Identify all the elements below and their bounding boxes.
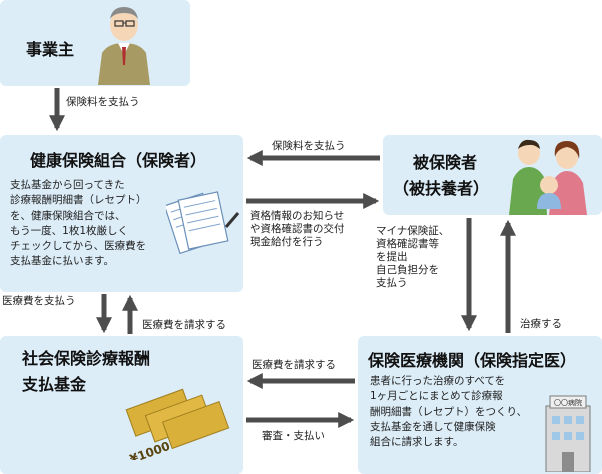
insurer-box: 健康保険組合（保険者） 支払基金から回ってきた 診療報酬明細書（レセプト） を、… — [0, 135, 243, 292]
receipt-documents-icon — [166, 191, 240, 255]
insured-title-line: 被保険者 — [413, 153, 478, 172]
label-line: マイナ保険証、 — [376, 225, 450, 237]
label-fund-to-medical: 審査・支払い — [262, 430, 325, 442]
hospital-sign: 〇〇病院 — [554, 398, 582, 407]
employer-box: 事業主 — [0, 0, 190, 86]
insurer-line: 支払基金に払います。 — [10, 255, 114, 268]
label-line: 資格確認書等 — [376, 238, 439, 250]
medical-line: 酬明細書（レセプト）をつくり、 — [370, 405, 528, 418]
insurer-title: 健康保険組合（保険者） — [30, 151, 207, 170]
insurer-line: もう一度、1枚1枚厳しく — [10, 224, 129, 237]
label-insurer-to-fund: 医療費を支払う — [2, 295, 76, 307]
label-line: 現金給付を行う — [250, 236, 324, 248]
fund-title: 社会保険診療報酬 支払基金 — [22, 346, 150, 398]
medical-line: 1ヶ月ごとにまとめて診療報 — [370, 390, 503, 403]
insured-title-line: （被扶養者） — [393, 179, 490, 198]
label-employer-to-insurer: 保険料を支払う — [66, 96, 140, 108]
label-medical-to-fund: 医療費を請求する — [252, 359, 336, 371]
label-insured-to-medical: マイナ保険証、 資格確認書等 を提出 自己負担分を 支払う — [376, 225, 449, 290]
label-insured-to-insurer: 保険料を支払う — [272, 140, 346, 152]
medical-line: 支払基金を通して健康保険 — [370, 420, 496, 433]
medical-line: 組合に請求します。 — [370, 436, 464, 449]
label-line: 資格情報のお知らせ — [250, 210, 345, 222]
label-insurer-to-insured: 資格情報のお知らせ や資格確認書の交付 現金給付を行う — [250, 210, 345, 249]
label-medical-to-insured: 治療する — [520, 318, 562, 330]
insured-box: 被保険者 （被扶養者） — [383, 135, 602, 215]
fund-box: 社会保険診療報酬 支払基金 ¥1000 — [0, 336, 243, 474]
employer-title: 事業主 — [26, 40, 75, 59]
insurer-line: 診療報酬明細書（レセプト） — [10, 194, 147, 207]
label-line: 支払う — [376, 277, 408, 289]
employer-person-icon — [98, 7, 150, 85]
label-line: 自己負担分を — [376, 264, 439, 276]
family-icon — [509, 139, 587, 215]
label-fund-to-insurer: 医療費を請求する — [142, 319, 226, 331]
medical-box: 保険医療機関（保険指定医） 患者に行った治療のすべてを 1ヶ月ごとにまとめて診療… — [358, 336, 602, 474]
medical-line: 患者に行った治療のすべてを — [370, 375, 506, 387]
insurer-description: 支払基金から回ってきた 診療報酬明細書（レセプト） を、健康保険組合では、 もう… — [10, 178, 147, 270]
hospital-building-icon: 〇〇病院 — [545, 395, 591, 472]
label-line: を提出 — [376, 251, 408, 263]
medical-description: 患者に行った治療のすべてを 1ヶ月ごとにまとめて診療報 酬明細書（レセプト）をつ… — [370, 374, 527, 450]
insurer-line: 支払基金から回ってきた — [10, 179, 125, 191]
fund-title-line: 社会保険診療報酬 — [22, 349, 151, 368]
fund-title-line: 支払基金 — [22, 375, 87, 394]
banknotes-icon: ¥1000 — [125, 388, 230, 460]
insurer-line: チェックしてから、医療費を — [10, 240, 147, 253]
medical-title: 保険医療機関（保険指定医） — [368, 351, 577, 370]
insurer-line: を、健康保険組合では、 — [10, 209, 126, 222]
insured-title: 被保険者 （被扶養者） — [393, 150, 489, 202]
label-line: や資格確認書の交付 — [250, 223, 345, 235]
